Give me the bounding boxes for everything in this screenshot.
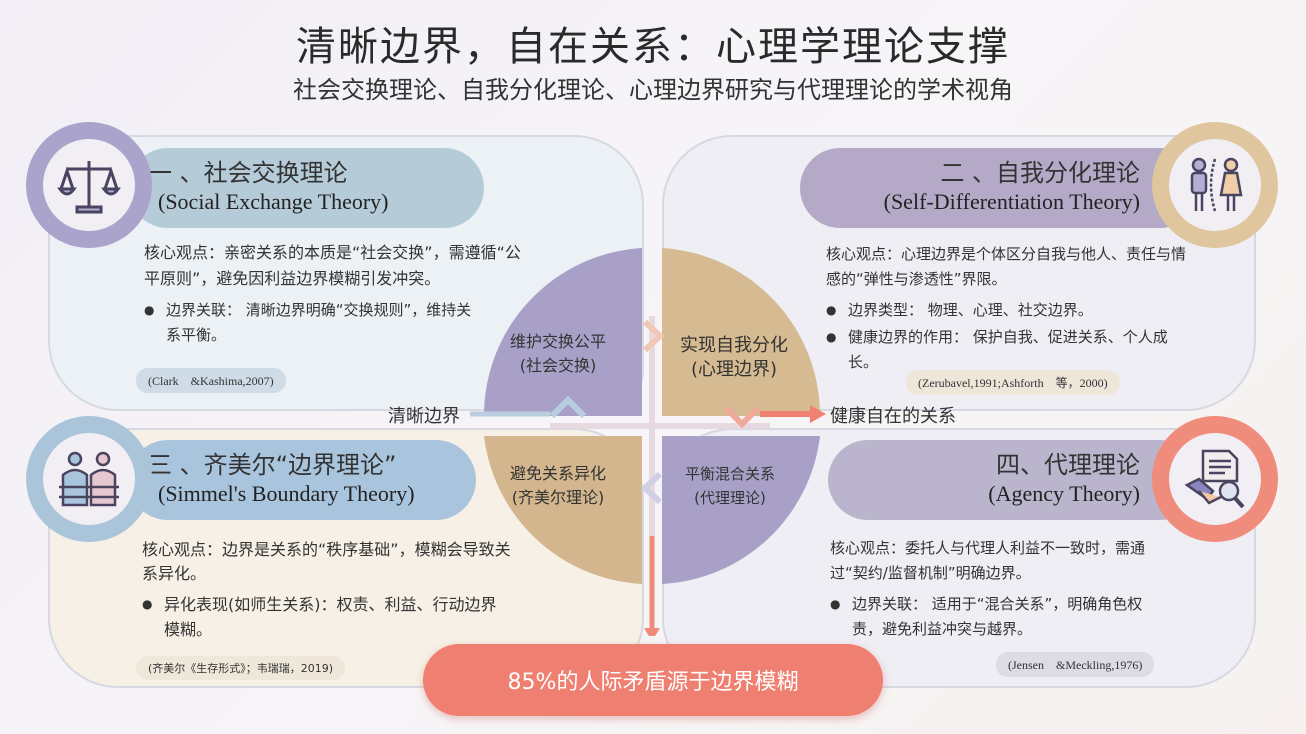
section-2-body: 核心观点：心理边界是个体区分自我与他人、责任与情感的“弹性与渗透性”界限。 边界… (826, 242, 1186, 375)
section-header-2: 二 、自我分化理论(Self-Differentiation Theory) (800, 148, 1200, 228)
section-header-3: 三 、齐美尔“边界理论”(Simmel's Boundary Theory) (128, 440, 476, 520)
horizontal-arrow (470, 405, 826, 423)
citation-2: (Zerubavel,1991;Ashforth 等，2000) (906, 370, 1120, 395)
bullet-item: 异化表现(如师生关系)：权责、利益、行动边界模糊。 (142, 592, 502, 642)
section-4-body: 核心观点：委托人与代理人利益不一致时，需通过“契约/监督机制”明确边界。 边界关… (830, 536, 1180, 642)
center-quadrant-diagram (483, 248, 821, 636)
quadrant-bottom-right (662, 436, 820, 584)
page-subtitle: 社会交换理论、自我分化理论、心理边界研究与代理理论的学术视角 (293, 76, 1013, 104)
handshake-contract-icon (1184, 449, 1245, 509)
quadrant-top-right (662, 248, 821, 416)
axis-label-clear-boundary: 清晰边界 (388, 406, 460, 427)
core-point: 核心观点：亲密关系的本质是“社会交换”，需遵循“公平原则”，避免因利益边界模糊引… (144, 243, 521, 288)
chevron-up-icon (549, 395, 587, 419)
quadrant-label-alienation: 避免关系异化(齐美尔理论) (509, 464, 606, 507)
core-point: 核心观点：心理边界是个体区分自我与他人、责任与情感的“弹性与渗透性”界限。 (826, 245, 1187, 288)
bullet-item: 边界关联： 清晰边界明确“交换规则”，维持关系平衡。 (144, 298, 474, 348)
citation-1: (Clark &Kashima,2007) (136, 368, 286, 393)
citation-3: (齐美尔《生存形式》；韦瑞瑞，2019) (136, 656, 346, 680)
bullet-item: 边界关联： 适用于“混合关系”，明确角色权责，避免利益冲突与越界。 (830, 592, 1170, 642)
axis-label-healthy-relationship: 健康自在的关系 (830, 406, 956, 427)
section-header-1: 一 、社会交换理论(Social Exchange Theory) (128, 148, 484, 228)
bullet-item: 边界类型： 物理、心理、社交边界。 (826, 298, 1186, 323)
down-arrow-icon (644, 628, 660, 636)
key-statistic-banner: 85%的人际矛盾源于边界模糊 (423, 644, 883, 716)
quadrant-label-mixed: 平衡混合关系(代理理论) (684, 465, 775, 507)
chevron-left-icon (640, 471, 663, 505)
section-header-4: 四、代理理论(Agency Theory) (828, 440, 1200, 520)
icon-circle-3 (26, 416, 152, 542)
core-point: 核心观点：委托人与代理人利益不一致时，需通过“契约/监督机制”明确边界。 (830, 539, 1146, 582)
quadrant-bottom-left (484, 436, 642, 584)
quadrant-label-exchange: 维护交换公平(社会交换) (509, 332, 606, 375)
chevron-down-icon (723, 405, 761, 429)
core-point: 核心观点：边界是关系的“秩序基础”，模糊会导致关系异化。 (142, 540, 511, 583)
scale-icon (57, 161, 121, 214)
bullet-item: 健康边界的作用： 保护自我、促进关系、个人成长。 (826, 325, 1186, 375)
people-boundary-icon (1190, 157, 1243, 212)
page-title: 清晰边界，自在关系：心理学理论支撑 (296, 24, 1010, 70)
right-arrow-icon (810, 405, 826, 423)
citation-4: (Jensen &Meckling,1976) (996, 652, 1155, 677)
fence-people-icon (59, 451, 119, 507)
quadrant-top-left (483, 248, 642, 416)
icon-circle-1 (26, 122, 152, 248)
chevron-right-icon (642, 319, 665, 353)
icon-circle-2 (1152, 122, 1278, 248)
icon-circle-4 (1152, 416, 1278, 542)
section-3-body: 核心观点：边界是关系的“秩序基础”，模糊会导致关系异化。 异化表现(如师生关系)… (142, 538, 522, 642)
section-1-body: 核心观点：亲密关系的本质是“社会交换”，需遵循“公平原则”，避免因利益边界模糊引… (144, 240, 534, 348)
quadrant-label-differentiation: 实现自我分化(心理边界) (680, 335, 788, 380)
